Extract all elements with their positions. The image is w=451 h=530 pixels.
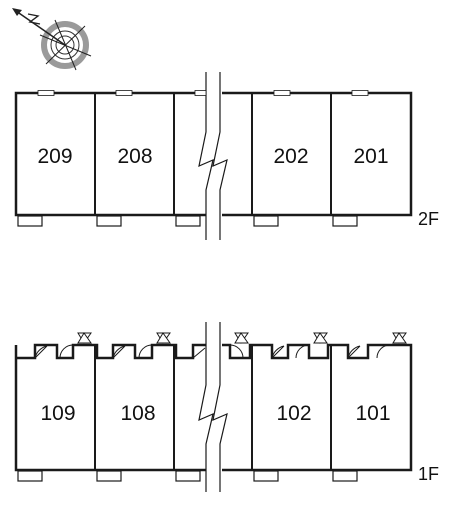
meter-box-icon [77,332,407,344]
room-number: 102 [276,402,311,425]
balcony-unit [17,470,358,482]
break-line [198,322,228,492]
room-number: 101 [355,402,390,425]
floor-2f: 209 208 202 201 2F [14,72,439,240]
room-number: 201 [353,145,388,168]
floor-label: 1F [418,464,439,484]
door-swing [34,344,391,359]
break-line [198,72,228,240]
balcony-unit [17,215,358,227]
floor-1f: 109 108 102 101 1F [14,322,439,492]
room-number: 202 [273,145,308,168]
window [37,90,369,96]
compass-icon [12,8,92,71]
room-number: 108 [120,402,155,425]
floor-label: 2F [418,209,439,229]
room-number: 209 [37,145,72,168]
room-number: 109 [40,402,75,425]
room-number: 208 [117,145,152,168]
